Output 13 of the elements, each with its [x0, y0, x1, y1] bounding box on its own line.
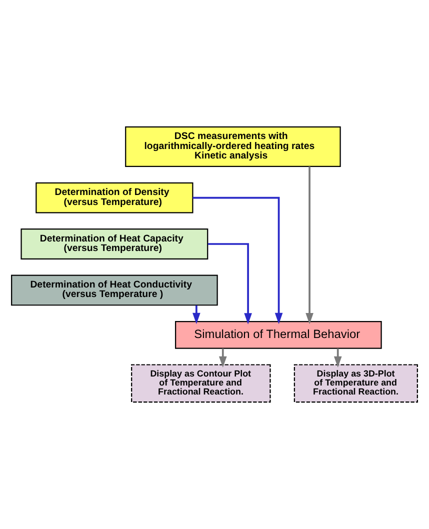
arrow [192, 305, 200, 324]
node-box: Display as 3D-Plot of Temperature and Fractional Reaction. [294, 364, 418, 403]
arrow [306, 166, 314, 324]
node-box: Determination of Heat Conductivity (versus Temperature ) [11, 274, 218, 306]
arrow [334, 348, 342, 368]
node-box: Display as Contour Plot of Temperature and Fractional Reaction. [131, 364, 271, 403]
arrow [218, 348, 227, 368]
arrow [192, 196, 283, 324]
node-box: Determination of Heat Capacity (versus Temperature) [20, 228, 208, 260]
node-box: DSC measurements with logarithmically-ordered heating rates Kinetic analysis [125, 126, 341, 168]
node-box: Simulation of Thermal Behavior [175, 320, 382, 349]
arrow [208, 243, 252, 324]
node-box: Determination of Density (versus Temperature) [36, 182, 194, 214]
